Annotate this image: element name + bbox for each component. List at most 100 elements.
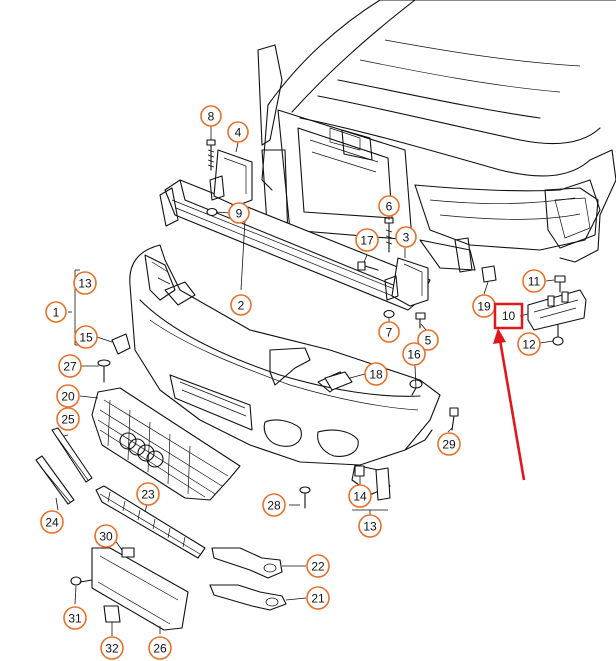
nut-7	[383, 309, 395, 319]
callout-label: 5	[425, 334, 432, 348]
callout-circle	[358, 514, 382, 538]
callout-5[interactable]: 5	[417, 329, 439, 351]
callout-8[interactable]: 8	[200, 105, 222, 127]
callout-31[interactable]: 31	[63, 606, 87, 630]
callout-3[interactable]: 3	[395, 226, 417, 248]
callout-label: 22	[311, 560, 325, 574]
callout-circle	[417, 329, 439, 351]
callout-circle	[306, 586, 330, 610]
left-mounting-bracket	[209, 149, 253, 207]
callout-circle	[100, 636, 124, 660]
callout-label: 19	[477, 300, 491, 314]
side-guide-bracket-10	[527, 289, 587, 331]
callout-circle	[230, 294, 252, 316]
callout-circle	[200, 105, 222, 127]
callout-23[interactable]: 23	[136, 482, 160, 506]
screw-27	[97, 359, 111, 383]
callout-label: 7	[386, 326, 393, 340]
callout-9[interactable]: 9	[228, 202, 250, 224]
highlighted-callout-label: 10	[502, 309, 516, 323]
callout-12[interactable]: 12	[517, 332, 541, 356]
callout-6[interactable]: 6	[378, 195, 400, 217]
callout-30[interactable]: 30	[94, 524, 118, 548]
trim-strip-24	[35, 455, 75, 505]
callout-circle	[58, 354, 82, 378]
callout-circle	[306, 554, 330, 578]
plug-15	[111, 333, 131, 355]
callout-label: 14	[353, 490, 367, 504]
fog-grille-22	[211, 547, 283, 579]
bolt-17	[357, 261, 379, 271]
callout-label: 27	[63, 360, 77, 374]
callout-circle	[395, 226, 417, 248]
callout-7[interactable]: 7	[378, 321, 400, 343]
callout-27[interactable]: 27	[58, 354, 82, 378]
callout-17[interactable]: 17	[355, 228, 379, 252]
clip-32	[103, 605, 121, 623]
callout-label: 6	[386, 200, 393, 214]
callout-circle	[402, 342, 426, 366]
callout-24[interactable]: 24	[40, 510, 64, 534]
callout-21[interactable]: 21	[306, 586, 330, 610]
screw-28	[299, 486, 311, 509]
callout-label: 24	[45, 516, 59, 530]
bolt-5	[415, 312, 426, 329]
callout-26[interactable]: 26	[148, 636, 172, 660]
callout-label: 31	[68, 612, 82, 626]
callout-circle	[364, 362, 388, 386]
callout-label: 28	[267, 499, 281, 513]
callout-11[interactable]: 11	[522, 269, 546, 293]
bolt-8	[206, 139, 216, 171]
callout-label: 26	[153, 642, 167, 656]
right-mounting-bracket	[384, 257, 429, 307]
bumper-cover	[129, 244, 441, 495]
callout-circle	[355, 228, 379, 252]
trim-strip-25	[51, 427, 93, 483]
highlighted-callout-10[interactable]: 10	[493, 302, 524, 330]
callout-25[interactable]: 25	[56, 407, 80, 431]
bolt-11	[554, 275, 566, 293]
callout-circle	[148, 636, 172, 660]
cover-cap-18	[324, 371, 353, 391]
callout-14[interactable]: 14	[348, 484, 372, 508]
callout-29[interactable]: 29	[437, 432, 461, 456]
bolt-6	[384, 217, 394, 253]
callout-circle	[56, 407, 80, 431]
callout-15[interactable]: 15	[74, 325, 98, 349]
callout-circle	[63, 606, 87, 630]
callout-20[interactable]: 20	[56, 384, 80, 408]
callout-1[interactable]: 1	[45, 301, 67, 323]
callout-16[interactable]: 16	[402, 342, 426, 366]
callout-circle	[437, 432, 461, 456]
callout-label: 20	[61, 390, 75, 404]
callout-2[interactable]: 2	[230, 294, 252, 316]
callout-13b[interactable]: 13	[358, 514, 382, 538]
callout-circle	[136, 482, 160, 506]
callout-circle	[262, 493, 286, 517]
callout-circle	[74, 325, 98, 349]
callout-circle	[228, 202, 250, 224]
callout-circle	[56, 384, 80, 408]
callout-32[interactable]: 32	[100, 636, 124, 660]
callout-18[interactable]: 18	[364, 362, 388, 386]
callout-label: 29	[442, 438, 456, 452]
callout-4[interactable]: 4	[227, 121, 249, 143]
callout-circle	[73, 271, 97, 295]
bolt-12	[552, 324, 564, 346]
fog-grille-21	[209, 584, 287, 611]
callout-label: 30	[99, 530, 113, 544]
clip-19	[481, 265, 497, 283]
callout-label: 4	[235, 126, 242, 140]
callout-22[interactable]: 22	[306, 554, 330, 578]
screw-31	[70, 576, 93, 586]
callout-28[interactable]: 28	[262, 493, 286, 517]
callout-label: 21	[311, 592, 325, 606]
radiator-grille	[91, 387, 241, 501]
highlight-arrow	[493, 328, 526, 481]
callout-label: 3	[403, 231, 410, 245]
callout-label: 1	[53, 306, 60, 320]
callout-19[interactable]: 19	[472, 294, 496, 318]
callout-circle	[522, 269, 546, 293]
callout-13a[interactable]: 13	[73, 271, 97, 295]
